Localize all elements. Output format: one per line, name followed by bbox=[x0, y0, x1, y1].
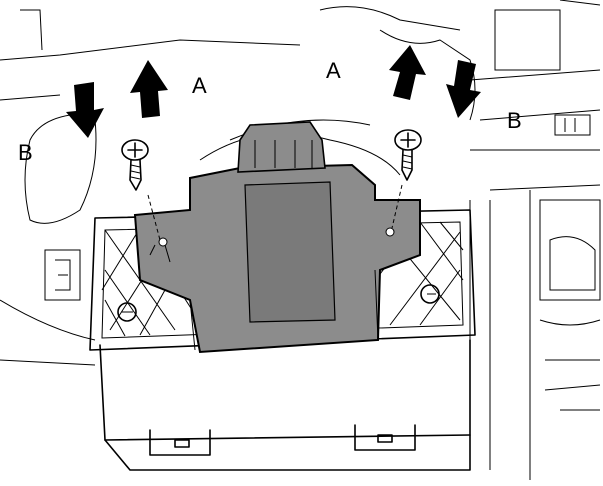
control-module bbox=[133, 121, 421, 354]
screw-right bbox=[391, 129, 422, 229]
arrow-down-right-icon bbox=[446, 60, 481, 118]
screw-head-left-bracket bbox=[117, 302, 137, 322]
label-b-left: B bbox=[18, 140, 33, 165]
label-b-right: B bbox=[507, 108, 522, 133]
label-a-left: A bbox=[192, 73, 207, 98]
arrow-up-right-icon bbox=[389, 45, 426, 100]
label-a-right: A bbox=[326, 58, 341, 83]
arrow-down-left-icon bbox=[66, 82, 104, 138]
arrow-up-left-icon bbox=[130, 60, 168, 118]
lower-housing bbox=[99, 339, 471, 471]
screw-left bbox=[121, 139, 161, 241]
screw-head-right-bracket bbox=[420, 284, 440, 304]
